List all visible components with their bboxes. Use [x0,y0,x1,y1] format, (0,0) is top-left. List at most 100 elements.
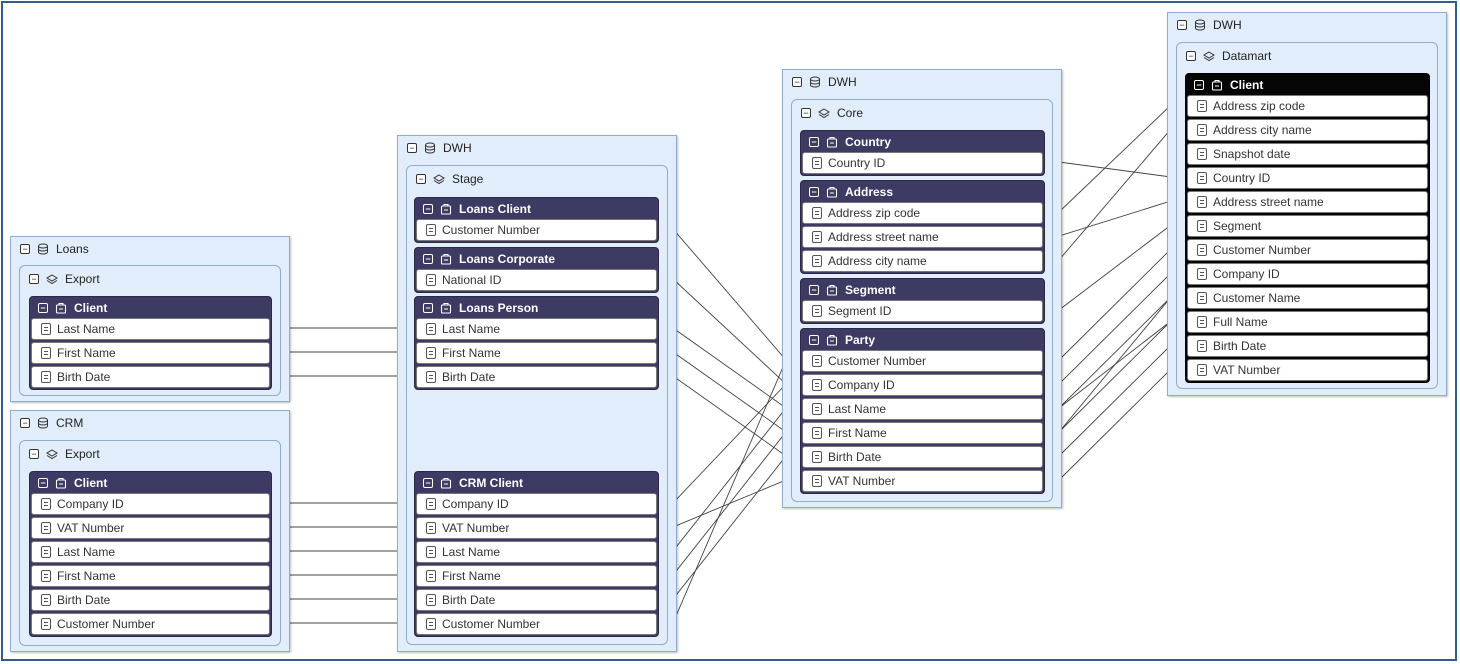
entity-header[interactable]: − Party [801,329,1044,350]
entity-st-loans-corp[interactable]: − Loans Corporate National ID [414,247,659,293]
entity-header[interactable]: − Loans Person [415,297,658,318]
field-label: VAT Number [1213,363,1281,377]
table-icon [826,284,838,296]
field-row[interactable]: Segment ID [802,300,1043,322]
field-row[interactable]: Address zip code [802,202,1043,224]
field-row[interactable]: First Name [416,565,657,587]
entity-core-address[interactable]: − Address Address zip code Address stree… [800,180,1045,274]
entity-header[interactable]: − Address [801,181,1044,202]
collapse-toggle[interactable]: − [423,253,433,264]
field-row[interactable]: Birth Date [416,589,657,611]
collapse-toggle[interactable]: − [1186,51,1196,61]
table-icon [1211,79,1223,91]
field-label: VAT Number [57,521,125,535]
field-row[interactable]: Customer Number [416,219,657,241]
entity-header[interactable]: − Client [30,297,271,318]
field-row[interactable]: Address zip code [1187,95,1428,117]
entity-loans-client[interactable]: − Client Last Name First Name Birth Date [29,296,272,390]
field-row[interactable]: Snapshot date [1187,143,1428,165]
collapse-toggle[interactable]: − [20,244,30,254]
field-row[interactable]: Address city name [1187,119,1428,141]
collapse-toggle[interactable]: − [20,418,30,428]
field-row[interactable]: Birth Date [31,589,270,611]
entity-st-loans-client[interactable]: − Loans Client Customer Number [414,197,659,243]
field-row[interactable]: Full Name [1187,311,1428,333]
field-icon [1197,196,1207,208]
entity-header[interactable]: − Loans Corporate [415,248,658,269]
database-icon [38,243,48,255]
collapse-toggle[interactable]: − [792,77,802,87]
entity-header[interactable]: − Segment [801,279,1044,300]
field-row[interactable]: Birth Date [802,446,1043,468]
field-row[interactable]: First Name [802,422,1043,444]
field-row[interactable]: First Name [416,342,657,364]
field-row[interactable]: VAT Number [802,470,1043,492]
field-row[interactable]: Birth Date [1187,335,1428,357]
collapse-toggle[interactable]: − [29,449,39,459]
field-row[interactable]: VAT Number [31,517,270,539]
field-row[interactable]: Birth Date [31,366,270,388]
collapse-toggle[interactable]: − [809,136,819,147]
field-row[interactable]: Last Name [31,318,270,340]
collapse-toggle[interactable]: − [416,174,426,184]
field-row[interactable]: Address street name [802,226,1043,248]
entity-core-party[interactable]: − Party Customer Number Company ID Last … [800,328,1045,494]
entity-st-crm-client[interactable]: − CRM Client Company ID VAT Number Last … [414,471,659,637]
collapse-toggle[interactable]: − [423,203,433,214]
collapse-toggle[interactable]: − [423,477,433,488]
collapse-toggle[interactable]: − [1194,79,1204,90]
collapse-toggle[interactable]: − [809,284,819,295]
field-row[interactable]: Birth Date [416,366,657,388]
field-row[interactable]: Segment [1187,215,1428,237]
field-icon [41,570,51,582]
field-icon [426,371,436,383]
field-row[interactable]: Last Name [31,541,270,563]
field-row[interactable]: First Name [31,342,270,364]
field-row[interactable]: Country ID [802,152,1043,174]
field-row[interactable]: Last Name [416,541,657,563]
field-row[interactable]: Country ID [1187,167,1428,189]
field-row[interactable]: First Name [31,565,270,587]
collapse-toggle[interactable]: − [407,143,417,153]
field-row[interactable]: Company ID [31,493,270,515]
entity-header[interactable]: − Country [801,131,1044,152]
field-row[interactable]: Company ID [1187,263,1428,285]
field-label: Country ID [828,156,886,170]
entity-dm-client[interactable]: − Client Address zip code Address city n… [1185,73,1430,383]
field-row[interactable]: VAT Number [416,517,657,539]
entity-crm-client[interactable]: − Client Company ID VAT Number Last Name… [29,471,272,637]
entity-header[interactable]: − Client [30,472,271,493]
entity-core-country[interactable]: − Country Country ID [800,130,1045,176]
field-row[interactable]: Customer Number [31,613,270,635]
field-icon [812,379,822,391]
field-label: Company ID [1213,267,1280,281]
field-row[interactable]: Last Name [416,318,657,340]
entity-header[interactable]: − CRM Client [415,472,658,493]
field-label: VAT Number [442,521,510,535]
collapse-toggle[interactable]: − [809,186,819,197]
field-row[interactable]: Customer Name [1187,287,1428,309]
entity-st-loans-person[interactable]: − Loans Person Last Name First Name Birt… [414,296,659,390]
field-row[interactable]: Customer Number [802,350,1043,372]
field-row[interactable]: Address city name [802,250,1043,272]
collapse-toggle[interactable]: − [38,302,48,313]
collapse-toggle[interactable]: − [423,302,433,313]
collapse-toggle[interactable]: − [1177,20,1187,30]
field-row[interactable]: Customer Number [1187,239,1428,261]
collapse-toggle[interactable]: − [38,477,48,488]
field-row[interactable]: VAT Number [1187,359,1428,381]
database-icon [810,76,820,88]
field-row[interactable]: Customer Number [416,613,657,635]
entity-core-segment[interactable]: − Segment Segment ID [800,278,1045,324]
entity-header[interactable]: − Loans Client [415,198,658,219]
entity-header[interactable]: − Client [1186,74,1429,95]
collapse-toggle[interactable]: − [809,334,819,345]
field-row[interactable]: Company ID [416,493,657,515]
field-label: Company ID [57,497,124,511]
field-row[interactable]: National ID [416,269,657,291]
collapse-toggle[interactable]: − [801,108,811,118]
field-row[interactable]: Last Name [802,398,1043,420]
field-row[interactable]: Company ID [802,374,1043,396]
collapse-toggle[interactable]: − [29,274,39,284]
field-row[interactable]: Address street name [1187,191,1428,213]
